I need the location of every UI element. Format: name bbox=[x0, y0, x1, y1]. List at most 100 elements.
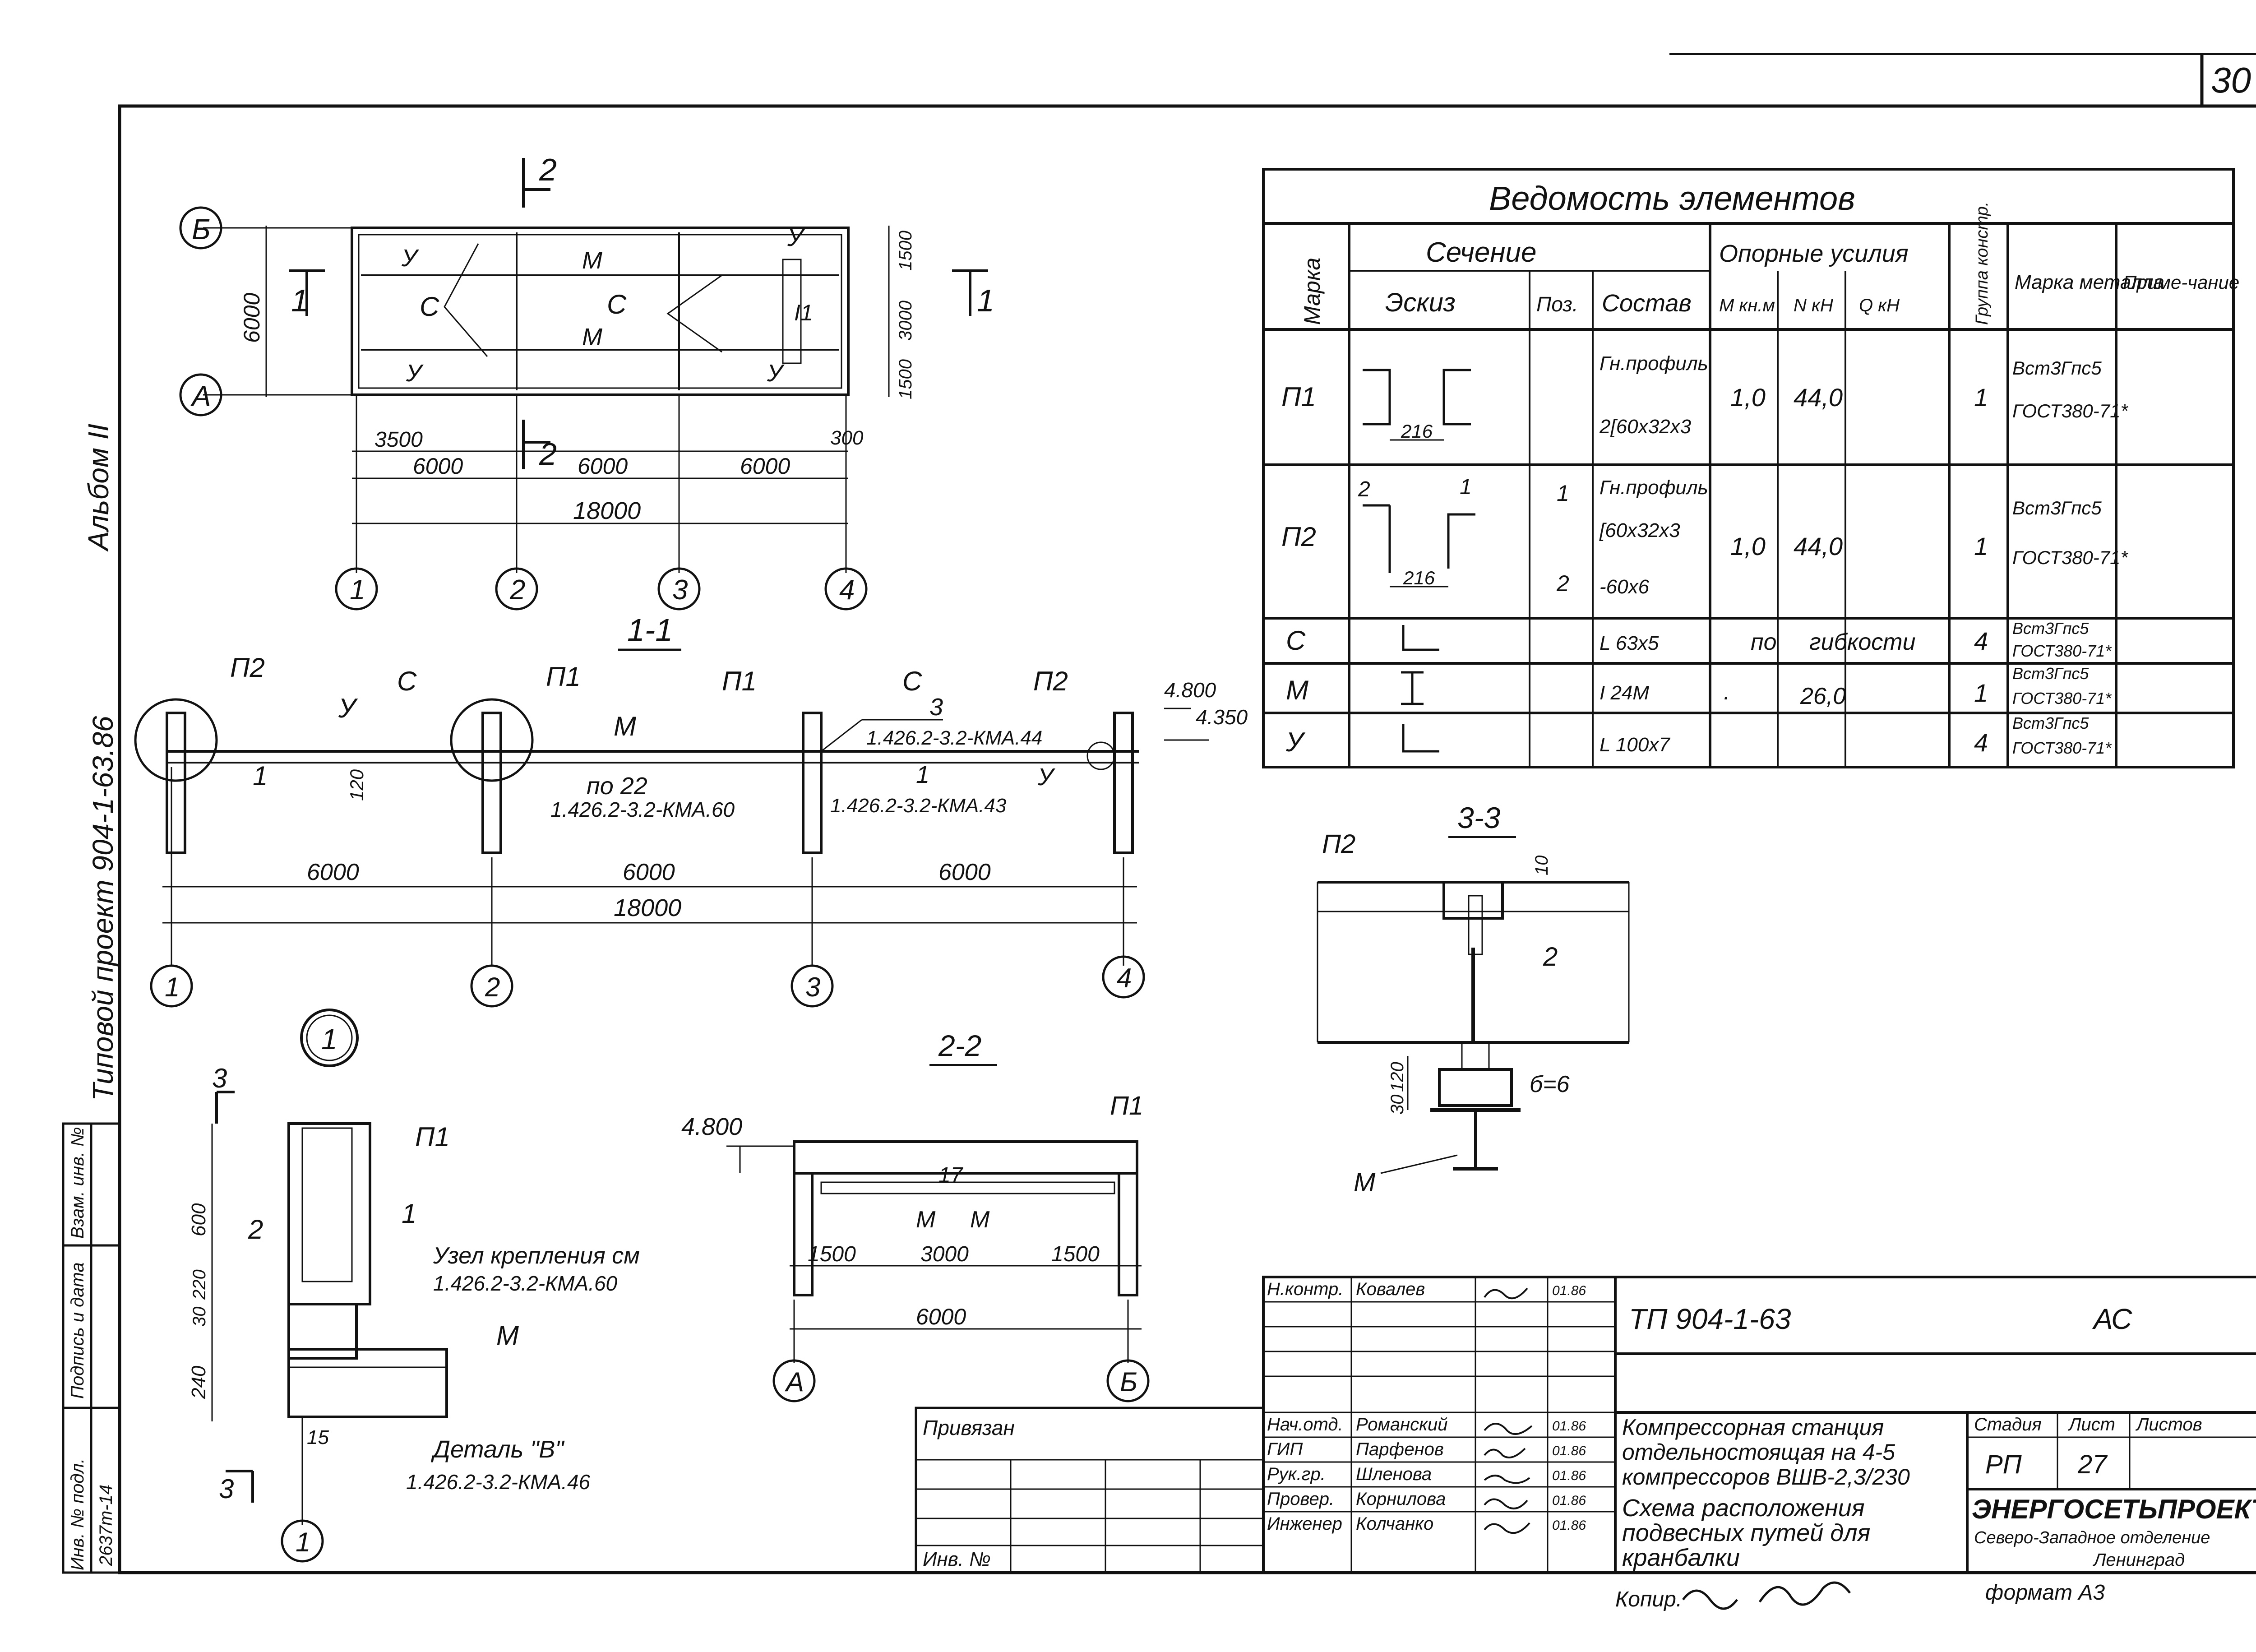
plan-axis-b: Б bbox=[179, 206, 222, 250]
row2-comp1: Гн.профиль bbox=[1600, 477, 1708, 499]
plan-label-u4: У bbox=[767, 360, 785, 387]
row5-group: 4 bbox=[1974, 728, 1988, 757]
row4-group: 1 bbox=[1974, 679, 1988, 707]
sec22-elev: 4.800 bbox=[681, 1113, 742, 1140]
privyazan-label: Привязан bbox=[923, 1416, 1015, 1439]
tb-name-5: Колчанко bbox=[1356, 1514, 1433, 1534]
elements-table bbox=[1262, 168, 2235, 768]
node1-detail: Деталь "В" bbox=[431, 1436, 565, 1463]
tb-role-1: Нач.отд. bbox=[1267, 1415, 1343, 1435]
sec11-po22: по 22 bbox=[587, 773, 647, 800]
row4-mark: М bbox=[1286, 675, 1308, 705]
tb-sheets-label: Листов bbox=[2135, 1415, 2202, 1435]
plan-dim-3500: 3500 bbox=[374, 428, 423, 452]
row5-mark: У bbox=[1285, 727, 1306, 757]
row3-comp: L 63x5 bbox=[1600, 632, 1659, 654]
sec22-axes bbox=[772, 1359, 1150, 1402]
sec22-m1: М bbox=[916, 1207, 936, 1233]
node1-axis-circle bbox=[281, 1519, 324, 1563]
node1-dim220: 220 bbox=[190, 1269, 209, 1300]
tb-object-1: Компрессорная станция bbox=[1622, 1415, 1884, 1440]
tb-date-0: 01.86 bbox=[1552, 1283, 1586, 1298]
node1-dim15: 15 bbox=[307, 1426, 329, 1448]
stamp-inv-title: Инв. № подл. bbox=[68, 1458, 88, 1570]
row3-m: по bbox=[1751, 629, 1777, 655]
node1-p1: П1 bbox=[415, 1122, 450, 1152]
sec22-p1: П1 bbox=[1110, 1091, 1143, 1120]
sec33-dim10: 10 bbox=[1532, 856, 1552, 876]
table-h-forces: Опорные усилия bbox=[1719, 240, 1909, 267]
sec11-axis-2: 2 bbox=[485, 972, 500, 1002]
sec33-p2: П2 bbox=[1322, 829, 1355, 859]
tb-role-0: Н.контр. bbox=[1267, 1279, 1343, 1299]
plan-label-c2: С bbox=[607, 289, 627, 319]
table-h-steel: Марка металла bbox=[2015, 271, 2164, 293]
tb-date-4: 01.86 bbox=[1552, 1493, 1586, 1508]
sec11-ref43: 1.426.2-3.2-КМА.43 bbox=[830, 795, 1007, 817]
tb-name-2: Парфенов bbox=[1356, 1439, 1444, 1459]
sheet-number: 30 bbox=[2211, 60, 2251, 100]
table-h-q: Q кН bbox=[1859, 296, 1900, 315]
row2-n: 44,0 bbox=[1794, 532, 1843, 560]
plan-view bbox=[203, 158, 988, 573]
table-h-section: Сечение bbox=[1426, 237, 1536, 268]
sheet-frame bbox=[118, 53, 2256, 1574]
tb-org-sub1: Северо-Западное отделение bbox=[1974, 1528, 2210, 1547]
row1-comp1: Гн.профиль bbox=[1600, 352, 1708, 375]
plan-axis-1: 1 bbox=[350, 574, 365, 606]
plan-label-i1: I1 bbox=[794, 300, 813, 325]
signature-marks bbox=[1484, 1287, 1533, 1534]
sec11-elev-top: 4.800 bbox=[1164, 678, 1216, 702]
row2-comp3: -60x6 bbox=[1600, 576, 1650, 598]
plan-dim-total: 18000 bbox=[573, 497, 641, 524]
title-block bbox=[1262, 1276, 2256, 1574]
row2-pos2: 2 bbox=[1556, 571, 1569, 596]
sec33-dim120: 120 bbox=[1387, 1062, 1407, 1092]
row2-m: 1,0 bbox=[1730, 532, 1766, 560]
plan-mark-1-right: 1 bbox=[977, 283, 994, 318]
sec22-dim3: 1500 bbox=[1051, 1242, 1100, 1266]
row2-comp2: [60x32x3 bbox=[1599, 519, 1680, 541]
stamp-inv-value: 2637т-14 bbox=[96, 1485, 116, 1566]
tb-name-0: Ковалев bbox=[1356, 1279, 1425, 1299]
tb-role-5: Инженер bbox=[1267, 1514, 1342, 1534]
plan-axis-3: 3 bbox=[672, 574, 688, 606]
node1-dim30: 30 bbox=[190, 1307, 209, 1327]
sec11-ref44: 1.426.2-3.2-КМА.44 bbox=[866, 727, 1042, 749]
plan-label-u2: У bbox=[406, 360, 424, 387]
sec22-i7: 17 bbox=[938, 1163, 964, 1187]
node1-circle-label: 1 bbox=[321, 1023, 337, 1055]
row3-mark: С bbox=[1286, 625, 1306, 656]
tb-date-3: 01.86 bbox=[1552, 1468, 1586, 1483]
plan-axis-b-label: Б bbox=[192, 213, 211, 245]
plan-dim-r2: 3000 bbox=[896, 301, 915, 341]
tb-drawing-2: подвесных путей для bbox=[1622, 1519, 1870, 1546]
row2-skpos2: 1 bbox=[1460, 475, 1472, 499]
node1-m: М bbox=[496, 1320, 519, 1351]
sec33-two: 2 bbox=[1543, 942, 1558, 972]
sec22-dim2: 3000 bbox=[920, 1242, 969, 1266]
plan-axis-a: А bbox=[179, 373, 222, 416]
copied-label: Копир. bbox=[1615, 1587, 1682, 1611]
node1-dim240: 240 bbox=[188, 1365, 210, 1399]
sec11-c-right: С bbox=[902, 666, 922, 696]
sec11-axes bbox=[150, 955, 1145, 1008]
node1-one: 1 bbox=[402, 1199, 416, 1229]
row1-comp2: 2[60x32x3 bbox=[1599, 416, 1692, 438]
sec33-m: М bbox=[1354, 1168, 1376, 1197]
project-note: Типовой проект 904-1-63.86 bbox=[87, 716, 119, 1101]
stamp-replace-title: Взам. инв. № bbox=[68, 1127, 88, 1239]
tb-role-2: ГИП bbox=[1267, 1439, 1303, 1459]
sec22-axis-a: А bbox=[785, 1367, 804, 1397]
row3-n: гибкости bbox=[1809, 629, 1916, 655]
sec11-p2-right: П2 bbox=[1033, 666, 1068, 696]
plan-dim-span2: 6000 bbox=[578, 453, 628, 479]
node1-drawing bbox=[211, 1009, 448, 1525]
node1-mark-top: 3 bbox=[212, 1063, 227, 1093]
sec22-drawing bbox=[726, 1140, 1142, 1363]
table-h-mark: Марка bbox=[1299, 258, 1325, 325]
plan-mark-2-bot: 2 bbox=[539, 436, 557, 472]
sec11-m: М bbox=[614, 711, 636, 741]
row5-steel1: Вст3Гпс5 bbox=[2012, 714, 2089, 732]
